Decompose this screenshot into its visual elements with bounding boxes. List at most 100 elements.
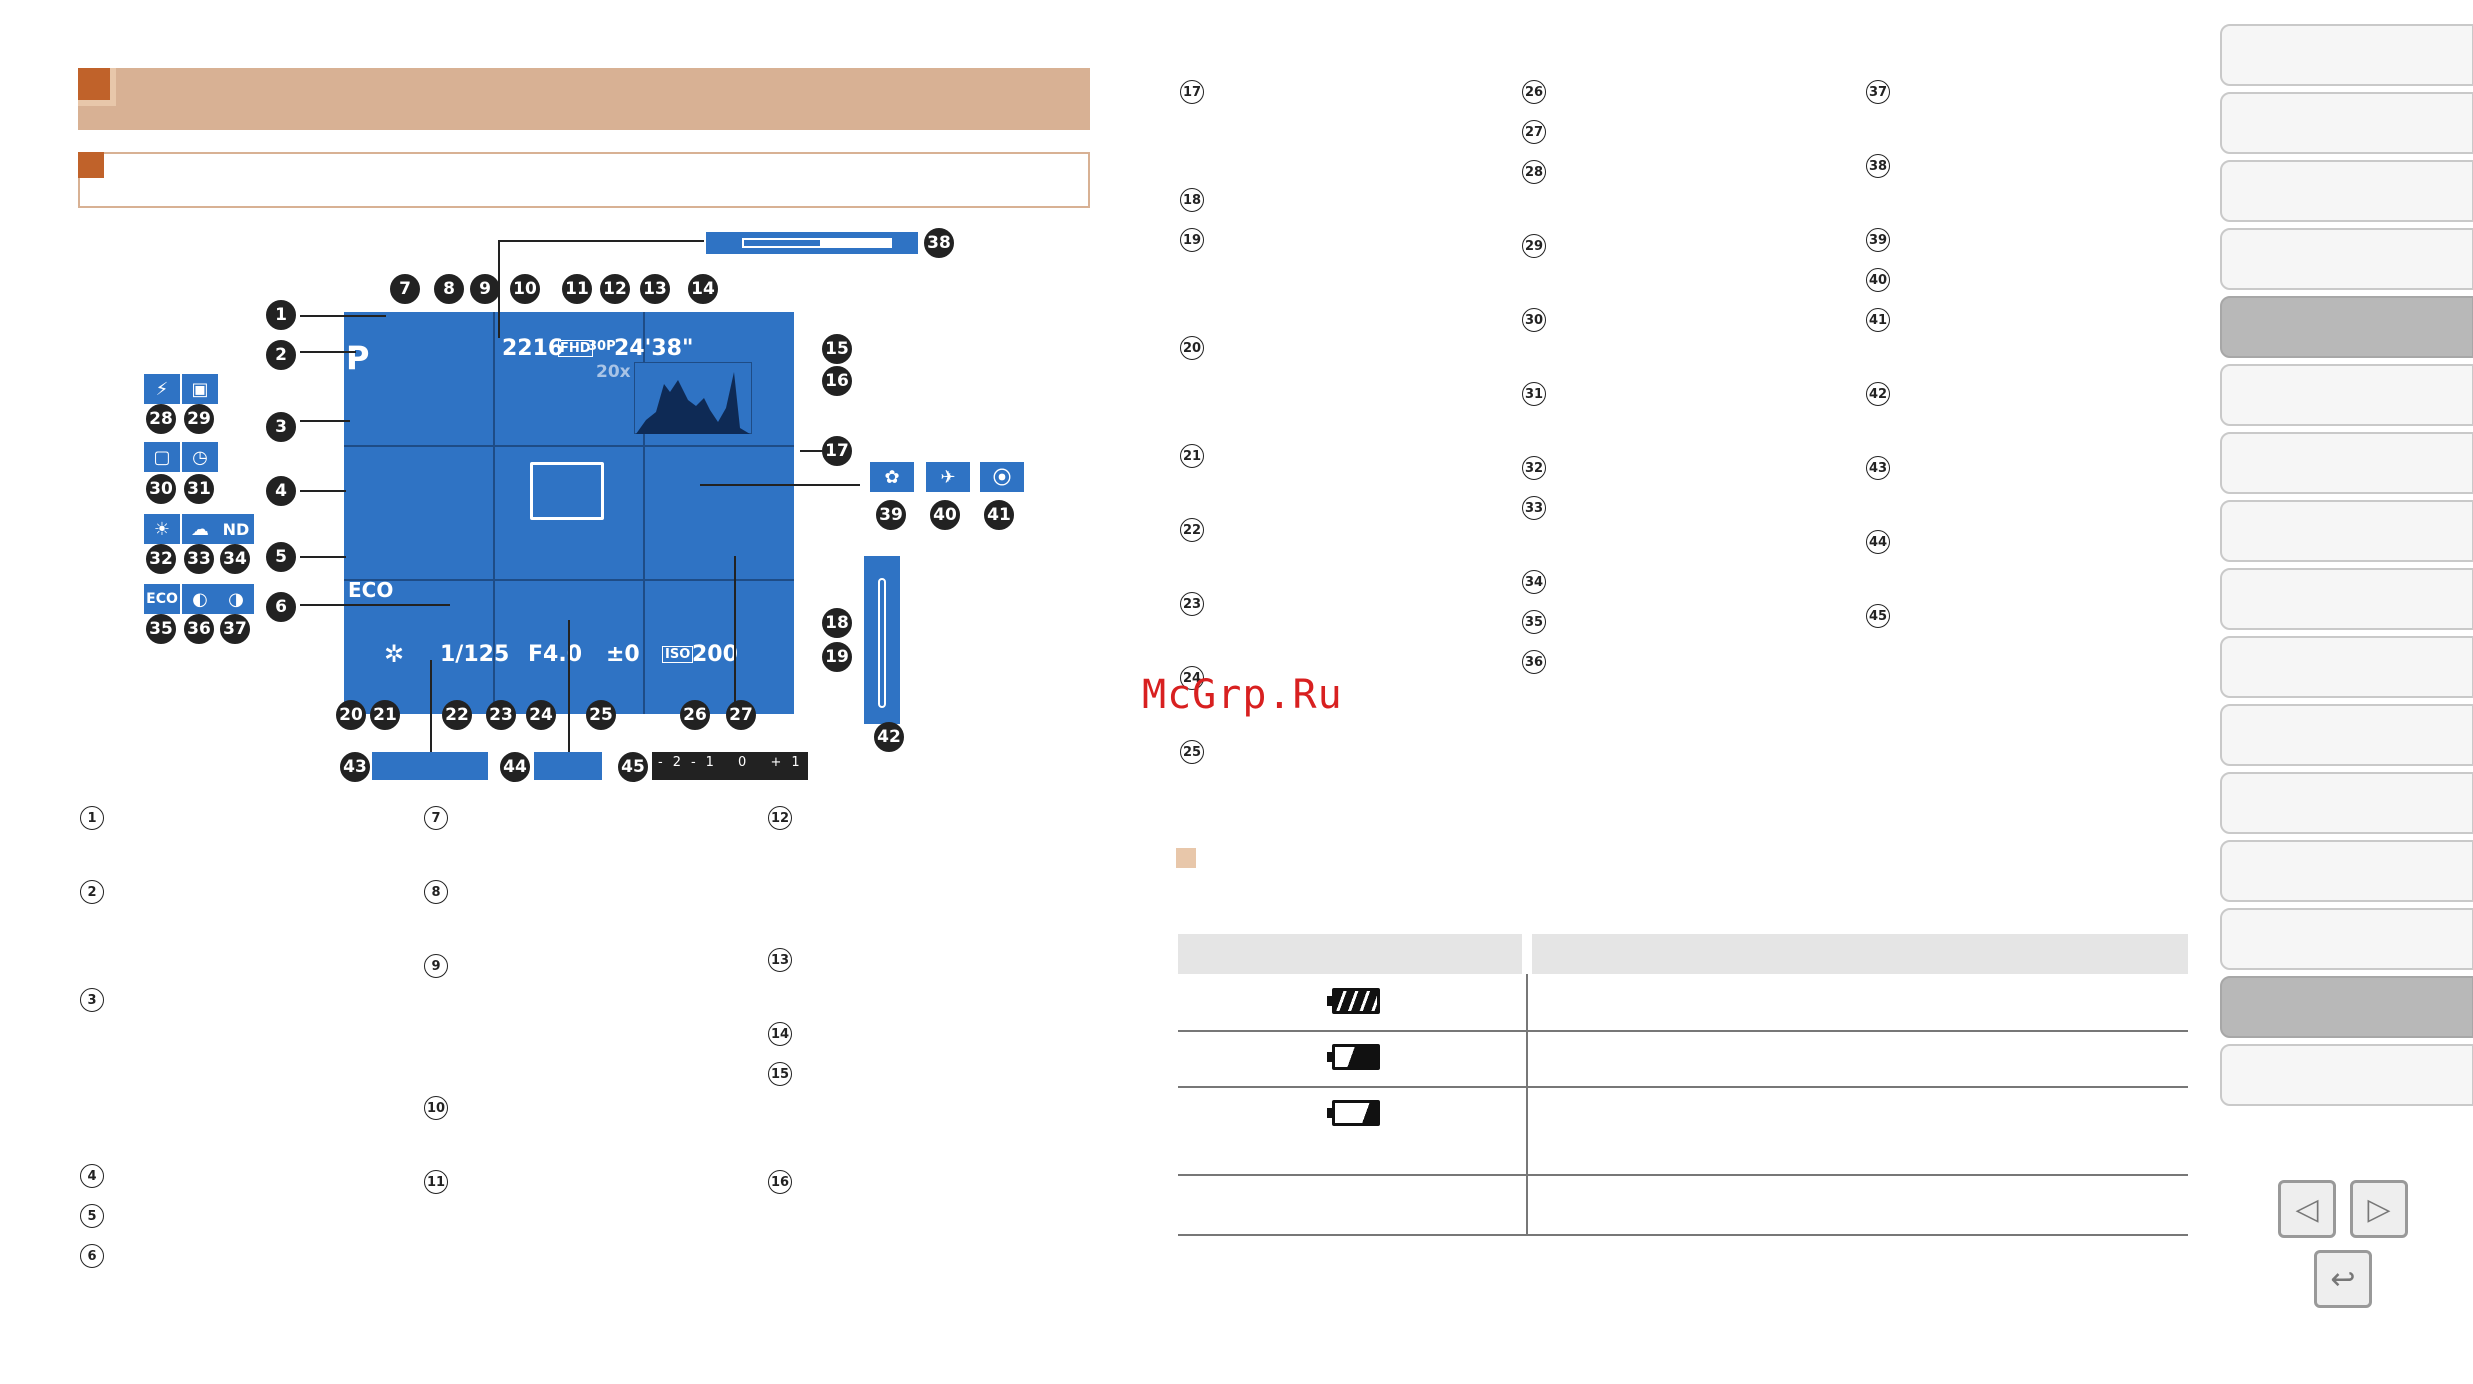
section-header-marker [78, 68, 116, 106]
chapter-tab-4[interactable] [2220, 228, 2473, 290]
chapter-tab-16[interactable] [2220, 1044, 2473, 1106]
callout-25: 25 [586, 700, 616, 730]
histogram [634, 362, 752, 434]
legend-8: 8 [424, 880, 448, 904]
chapter-tab-8[interactable] [2220, 500, 2473, 562]
callout-39: 39 [876, 500, 906, 530]
callout-24: 24 [526, 700, 556, 730]
scene-icon: ✿ [870, 462, 914, 492]
legend-16: 16 [768, 1170, 792, 1194]
chapter-tab-11[interactable] [2220, 704, 2473, 766]
legend-38: 38 [1866, 154, 1890, 178]
chapter-tab-6[interactable] [2220, 364, 2473, 426]
legend-43: 43 [1866, 456, 1890, 480]
shutter-speed: 1/125 [440, 642, 510, 667]
flash-icon: ⚡ [144, 374, 180, 404]
battery-half-icon [1327, 1044, 1380, 1070]
legend-13: 13 [768, 948, 792, 972]
legend-32: 32 [1522, 456, 1546, 480]
legend-26: 26 [1522, 80, 1546, 104]
mf-bar [534, 752, 602, 780]
callout-45: 45 [618, 752, 648, 782]
legend-40: 40 [1866, 268, 1890, 292]
legend-19: 19 [1180, 228, 1204, 252]
af-frame [530, 462, 604, 520]
legend-33: 33 [1522, 496, 1546, 520]
callout-26: 26 [680, 700, 710, 730]
legend-23: 23 [1180, 592, 1204, 616]
shooting-mode: P [346, 339, 370, 377]
callout-9: 9 [470, 274, 500, 304]
callout-14: 14 [688, 274, 718, 304]
chapter-tab-9[interactable] [2220, 568, 2473, 630]
chapter-tab-15[interactable] [2220, 976, 2473, 1038]
chapter-tab-14[interactable] [2220, 908, 2473, 970]
back-button[interactable]: ↩ [2314, 1250, 2372, 1308]
legend-15: 15 [768, 1062, 792, 1086]
legend-3: 3 [80, 988, 104, 1012]
chapter-tab-12[interactable] [2220, 772, 2473, 834]
prev-page-button[interactable]: ◁ [2278, 1180, 2336, 1238]
chapter-tab-10[interactable] [2220, 636, 2473, 698]
camera-settings-icon: ▣ [182, 374, 218, 404]
legend-5: 5 [80, 1204, 104, 1228]
legend-27: 27 [1522, 120, 1546, 144]
callout-2: 2 [266, 340, 296, 370]
callout-36: 36 [184, 614, 214, 644]
callout-13: 13 [640, 274, 670, 304]
callout-41: 41 [984, 500, 1014, 530]
chapter-tab-5[interactable] [2220, 296, 2473, 358]
callout-5: 5 [266, 542, 296, 572]
section-header-bar [78, 68, 1090, 130]
callout-27: 27 [726, 700, 756, 730]
legend-9: 9 [424, 954, 448, 978]
legend-25: 25 [1180, 740, 1204, 764]
next-page-button[interactable]: ▷ [2350, 1180, 2408, 1238]
callout-11: 11 [562, 274, 592, 304]
callout-30: 30 [146, 474, 176, 504]
callout-23: 23 [486, 700, 516, 730]
chapter-tab-2[interactable] [2220, 92, 2473, 154]
battery-low-icon [1327, 1100, 1380, 1126]
callout-44: 44 [500, 752, 530, 782]
legend-4: 4 [80, 1164, 104, 1188]
self-timer-icon: ◷ [182, 442, 218, 472]
callout-34: 34 [220, 544, 250, 574]
callout-31: 31 [184, 474, 214, 504]
eco-icon: ECO [144, 584, 180, 614]
subsection-header-marker [78, 152, 104, 178]
legend-22: 22 [1180, 518, 1204, 542]
movie-bar [706, 232, 918, 254]
legend-41: 41 [1866, 308, 1890, 332]
watermark: McGrp.Ru [1142, 672, 1343, 718]
airplane-icon: ✈ [926, 462, 970, 492]
callout-1: 1 [266, 300, 296, 330]
subsection-marker [1176, 848, 1196, 868]
legend-17: 17 [1180, 80, 1204, 104]
zoom-factor: 20x [596, 362, 631, 382]
chapter-tab-3[interactable] [2220, 160, 2473, 222]
callout-10: 10 [510, 274, 540, 304]
iso-value: 200 [692, 642, 738, 667]
legend-14: 14 [768, 1022, 792, 1046]
legend-36: 36 [1522, 650, 1546, 674]
callout-12: 12 [600, 274, 630, 304]
metering-icon: ▢ [144, 442, 180, 472]
shots-remaining: 2216 [502, 336, 564, 361]
legend-44: 44 [1866, 530, 1890, 554]
exposure-level: ±0 [606, 642, 640, 667]
callout-21: 21 [370, 700, 400, 730]
callout-42: 42 [874, 722, 904, 752]
chapter-tab-1[interactable] [2220, 24, 2473, 86]
chapter-tab-7[interactable] [2220, 432, 2473, 494]
legend-34: 34 [1522, 570, 1546, 594]
chapter-tab-13[interactable] [2220, 840, 2473, 902]
legend-42: 42 [1866, 382, 1890, 406]
movie-time: 24'38" [614, 336, 694, 361]
callout-32: 32 [146, 544, 176, 574]
legend-18: 18 [1180, 188, 1204, 212]
auto-icon: ◑ [218, 584, 254, 614]
callout-35: 35 [146, 614, 176, 644]
callout-22: 22 [442, 700, 472, 730]
